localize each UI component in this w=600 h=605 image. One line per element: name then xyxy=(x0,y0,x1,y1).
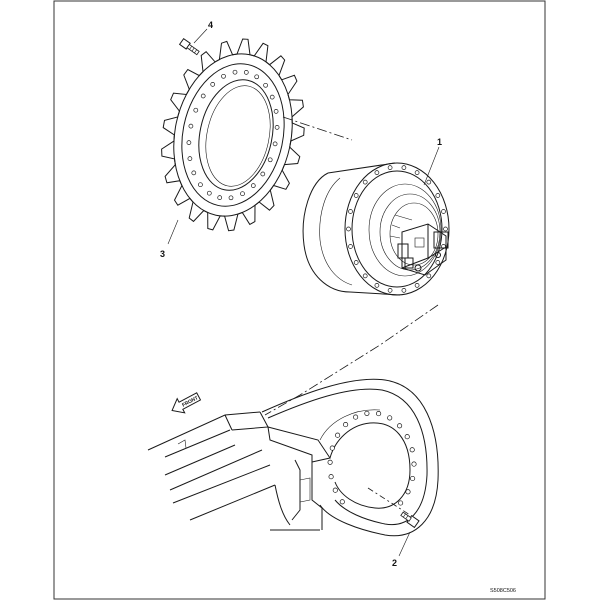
sprocket-bolt-hole xyxy=(191,170,197,176)
motor-flange-hole xyxy=(435,260,441,265)
front-direction-arrow: FRONT xyxy=(171,392,202,414)
sprocket-bolt-hole xyxy=(274,125,280,130)
frame-mounting-hole xyxy=(405,489,411,495)
motor-body xyxy=(302,172,351,293)
callout-1-label: 1 xyxy=(437,137,442,147)
frame-mounting-hole xyxy=(404,434,410,440)
sprocket-bolt-hole xyxy=(188,123,194,129)
motor-flange-outer xyxy=(344,162,450,296)
frame-mounting-holes xyxy=(327,410,417,506)
sprocket-teeth xyxy=(161,38,305,232)
callout-3-label: 3 xyxy=(160,249,165,259)
sprocket-bolt-hole xyxy=(187,156,193,161)
sprocket-bore xyxy=(198,79,274,191)
sprocket-bolt-hole xyxy=(232,69,238,75)
sprocket-bolt-hole xyxy=(228,195,234,201)
motor-flange-hole xyxy=(443,226,448,232)
frame-mounting-hole xyxy=(397,423,403,429)
sprocket-part-3 xyxy=(161,38,305,232)
frame-mounting-hole xyxy=(328,474,334,480)
sprocket-bolt-hole xyxy=(186,140,192,145)
sprocket-bolt-hole xyxy=(273,109,279,114)
motor-flange-hole xyxy=(346,226,351,232)
motor-flange-hole xyxy=(387,165,393,170)
motor-flange-hole xyxy=(374,170,380,175)
motor-valve-block xyxy=(389,214,449,276)
frame-mounting-hole xyxy=(364,410,370,416)
motor-flange-hole xyxy=(401,165,407,170)
frame-mounting-ring xyxy=(261,378,439,537)
motor-flange-hole xyxy=(348,209,353,214)
sprocket-bolt-hole xyxy=(221,73,226,79)
frame-mounting-hole xyxy=(329,445,335,451)
assembly-center-line xyxy=(264,116,439,416)
motor-flange-hole xyxy=(426,273,432,279)
frame-mounting-hole xyxy=(339,499,345,505)
sprocket-bolt-hole xyxy=(243,70,249,75)
sprocket-bolt-hole xyxy=(263,82,268,88)
motor-flange-inner xyxy=(351,170,443,288)
frame-mounting-hole xyxy=(376,411,382,417)
motor-flange-hole xyxy=(387,288,393,293)
sprocket-bolt-holes xyxy=(186,69,280,201)
figure-code: S508C506 xyxy=(490,588,516,594)
sprocket-bolt-hole xyxy=(272,141,278,147)
travel-motor-part-1 xyxy=(302,162,450,296)
track-frame xyxy=(147,378,439,537)
frame-mounting-hole xyxy=(411,461,417,467)
callout-2-label: 2 xyxy=(392,558,397,568)
sprocket-bolt-hole xyxy=(193,107,199,113)
motor-flange-hole xyxy=(348,244,353,249)
page-border xyxy=(53,0,546,600)
sprocket-bolt-hole xyxy=(240,191,245,197)
front-direction-label: FRONT xyxy=(181,395,199,408)
motor-flange-hole xyxy=(401,288,407,293)
sprocket-bolt-hole xyxy=(269,94,275,100)
sprocket-bolt-hole xyxy=(260,171,266,177)
frame-mounting-hole xyxy=(335,432,341,438)
frame-mounting-hole xyxy=(327,459,333,465)
callout-4-label: 4 xyxy=(208,20,213,30)
frame-mounting-hole xyxy=(343,422,349,428)
frame-mounting-hole xyxy=(387,415,393,421)
sprocket-bolt-hole xyxy=(217,195,223,200)
sprocket-bolt-hole xyxy=(267,157,273,163)
motor-flange-hole xyxy=(353,193,359,198)
sprocket-bore-edge xyxy=(205,85,271,187)
sprocket-bolt-hole xyxy=(250,183,256,188)
motor-flange-hole xyxy=(435,193,441,198)
leader-4 xyxy=(193,28,208,44)
bolt-part-4 xyxy=(178,37,200,56)
sprocket-bolt-hole xyxy=(198,182,203,188)
motor-flange-hole xyxy=(362,273,368,279)
motor-flange-hole xyxy=(374,283,380,288)
motor-flange-hole xyxy=(441,209,446,214)
motor-flange-bolt-holes xyxy=(346,165,448,293)
sprocket-inner-rim xyxy=(181,63,285,207)
motor-flange-hole xyxy=(353,260,359,265)
motor-flange-hole xyxy=(426,179,432,185)
sprocket-bolt-hole xyxy=(210,82,216,87)
leader-1 xyxy=(423,146,440,186)
sprocket-bolt-hole xyxy=(200,93,206,99)
frame-mounting-hole xyxy=(353,414,359,420)
frame-mounting-hole xyxy=(332,487,338,493)
frame-mounting-hole xyxy=(410,475,416,482)
bolt-part-2 xyxy=(400,511,420,529)
motor-flange-hole xyxy=(414,170,420,175)
leader-2 xyxy=(398,531,411,557)
motor-flange-hole xyxy=(414,283,420,288)
leader-3 xyxy=(167,219,179,245)
sprocket-outer-rim xyxy=(173,53,293,217)
motor-flange-hole xyxy=(362,179,368,185)
frame-mounting-hole xyxy=(409,447,415,453)
frame-mounting-hole xyxy=(398,500,404,506)
sprocket-bolt-hole xyxy=(254,74,260,80)
sprocket-bolt-hole xyxy=(206,190,212,196)
